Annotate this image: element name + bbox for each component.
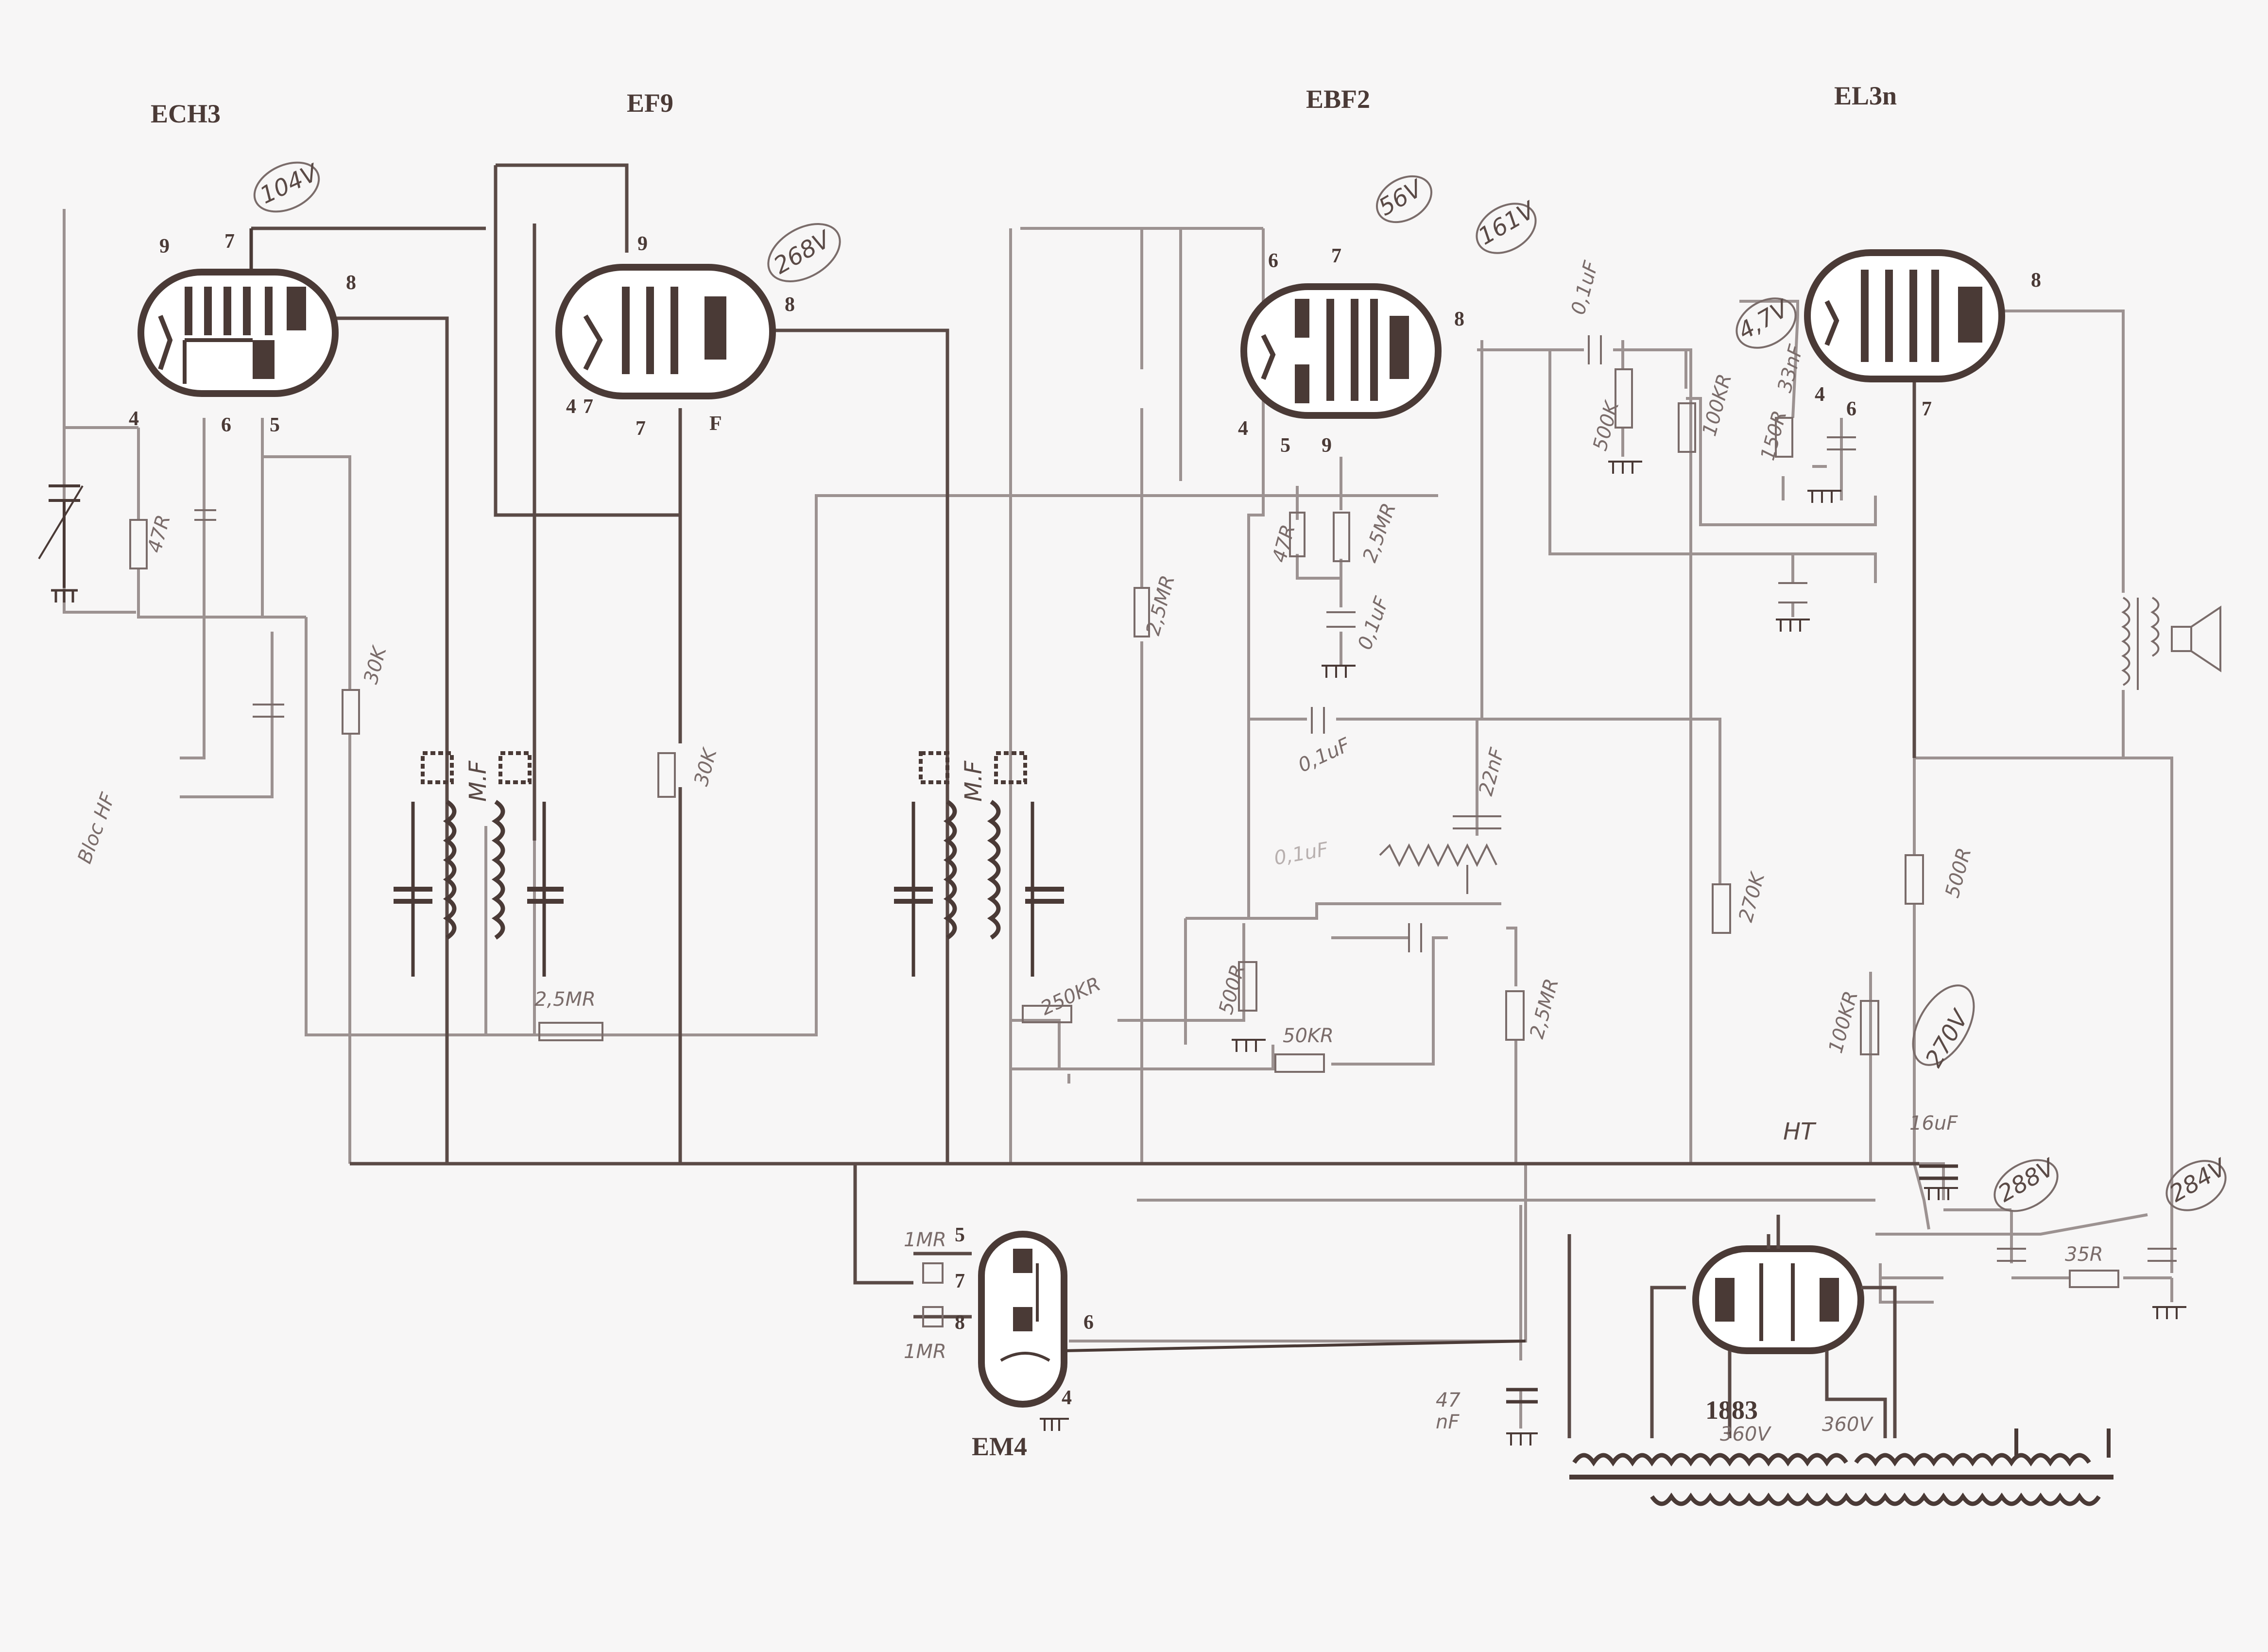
tube-el3n: EL3n 8 4 6 7 <box>1804 81 2041 420</box>
c-22n-label: 22nF <box>1475 745 1509 798</box>
ef9-pin-7b: 7 <box>636 417 646 440</box>
em4-r2-label: 1MR <box>904 1341 946 1363</box>
el3n-pin-8: 8 <box>2031 269 2041 292</box>
c-ebf2-top-label: 0,1uF <box>1567 258 1603 317</box>
tube-label-em4: EM4 <box>972 1432 1027 1461</box>
ef9-pin-7a: 7 <box>583 396 593 418</box>
tube-label-ef9: EF9 <box>627 88 673 118</box>
ebf2-pin-5: 5 <box>1280 434 1290 457</box>
c-ebf2-01-label: 0,1uF <box>1354 594 1393 653</box>
r-2m5-low-label: 2,5MR <box>1526 976 1563 1041</box>
voltage-56v: 56V <box>1374 174 1428 221</box>
el3n-pin-7: 7 <box>1922 398 1932 420</box>
rectifier-1883: 1883 360V 360V <box>1567 1215 2113 1506</box>
c-16u-label: 16uF <box>1909 1112 1958 1135</box>
ech3-pin-7: 7 <box>224 230 235 253</box>
c-47n-unit-label: nF <box>1436 1411 1460 1433</box>
r-2m5-ebf2-label: 2,5MR <box>1142 573 1179 638</box>
if-transformer-2: M.F 250KR <box>894 751 1104 1023</box>
ebf2-pin-6: 6 <box>1268 250 1278 272</box>
em4-pin-6: 6 <box>1083 1311 1094 1334</box>
ef9-pin-8: 8 <box>785 293 795 316</box>
tube-label-ebf2: EBF2 <box>1306 85 1370 114</box>
tap-label-2: 360V <box>1822 1413 1873 1436</box>
r-500k-grid-label: 500K <box>1589 398 1624 453</box>
c-ghost-label: 0,1uF <box>1272 838 1330 870</box>
ech3-pin-6: 6 <box>221 414 231 436</box>
r-47-ebf2-label: 47R <box>1268 522 1300 565</box>
em4-r1-label: 1MR <box>904 1229 946 1251</box>
tube-label-el3n: EL3n <box>1834 81 1897 110</box>
r-100k-ht-label: 100KR <box>1824 989 1862 1056</box>
wiring <box>63 209 2173 1428</box>
ebf2-pin-4: 4 <box>1238 417 1248 440</box>
ebf2-pin-9: 9 <box>1322 434 1332 457</box>
c-47n-value-label: 47 <box>1436 1389 1460 1411</box>
if-transformer-1: M.F 2,5MR <box>394 751 603 1041</box>
ech3-pin-4: 4 <box>129 408 139 430</box>
ech3-pin-5: 5 <box>270 414 280 436</box>
bloc-hf-label: Bloc HF <box>73 790 120 866</box>
tube-label-ech3: ECH3 <box>151 99 221 128</box>
r-35-label: 35R <box>2065 1243 2103 1266</box>
ef9-envelope <box>555 264 776 399</box>
ht-label: HT <box>1783 1118 1817 1145</box>
em4-pin-4: 4 <box>1062 1387 1072 1409</box>
r-30k-2-label: 30K <box>690 745 722 789</box>
ebf2-pin-8: 8 <box>1454 308 1464 330</box>
ef9-pin-4: 4 <box>566 396 576 418</box>
tube-label-rect: 1883 <box>1705 1395 1758 1425</box>
r-50k-label: 50KR <box>1283 1025 1334 1047</box>
r-2m5-if-label: 2,5MR <box>534 988 596 1011</box>
el3n-envelope <box>1804 249 2005 382</box>
em4-pin-5: 5 <box>955 1224 965 1246</box>
tube-ech3: ECH3 9 7 8 4 6 5 <box>129 99 356 436</box>
variable-capacitor <box>38 484 84 602</box>
tube-ebf2: EBF2 6 7 8 4 5 9 <box>1238 85 1464 457</box>
ech3-components: 47R 30K Bloc HF <box>73 509 391 866</box>
tube-ef9: EF9 9 8 4 7 7 F 30K <box>555 88 795 798</box>
voltage-270v: 270V <box>1920 1004 1975 1072</box>
ech3-pin-8: 8 <box>346 272 356 294</box>
tube-em4: EM4 5 7 8 6 4 1MR 1MR <box>904 1224 1526 1461</box>
r-150-el3-label: 150R <box>1756 408 1791 463</box>
ef9-pin-9: 9 <box>637 233 648 255</box>
r-100k-el3-label: 100KR <box>1698 372 1736 439</box>
if-label-1: M.F <box>464 760 492 802</box>
ebf2-pin-7: 7 <box>1331 245 1341 267</box>
c-01-mid-label: 0,1uF <box>1295 734 1354 777</box>
ech3-pin-9: 9 <box>159 235 170 258</box>
em4-pin-7: 7 <box>955 1270 965 1292</box>
tap-label-1: 360V <box>1720 1423 1771 1446</box>
r-2m5-mid-label: 2,5MR <box>1358 500 1400 565</box>
r-500-ht-label: 500R <box>1941 845 1976 900</box>
r-30k-1-label: 30K <box>360 643 391 687</box>
r-47-ech3-label: 47R <box>143 513 175 555</box>
em4-pin-8: 8 <box>955 1311 965 1334</box>
el3n-pin-6: 6 <box>1846 398 1856 420</box>
ef9-pin-f: F <box>709 413 722 435</box>
ebf2-components: 2,5MR 47R 2,5MR 0,1uF 0,1uF 22nF 500R 50… <box>1134 500 1770 1073</box>
c-33n-label: 33nF <box>1773 342 1807 395</box>
el3n-pin-4: 4 <box>1815 383 1825 406</box>
voltage-104v: 104V <box>256 158 323 209</box>
if-label-2: M.F <box>960 760 987 802</box>
voltage-268v: 268V <box>769 225 837 279</box>
r-270k-label: 270K <box>1735 869 1770 925</box>
main-lines <box>251 163 1919 1319</box>
